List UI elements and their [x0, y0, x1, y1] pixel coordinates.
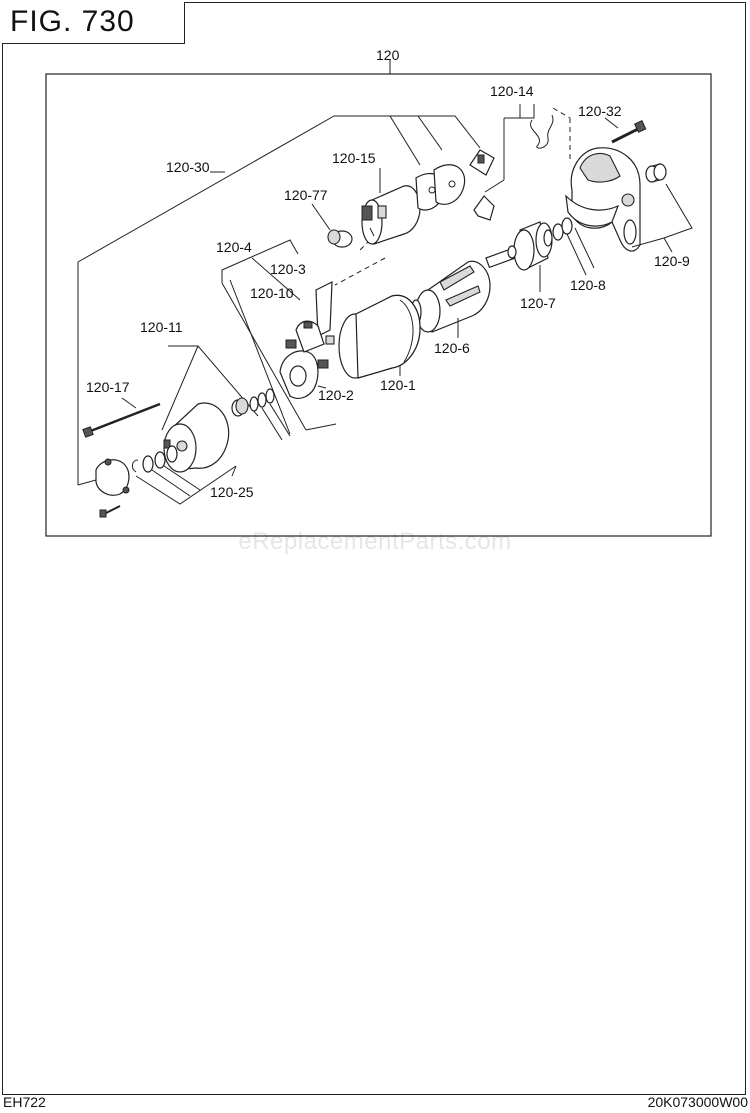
callout-120-4: 120-4	[216, 239, 252, 255]
brush-holder-120-2	[279, 350, 319, 399]
bearing	[231, 397, 249, 417]
callout-120-17: 120-17	[86, 379, 130, 395]
yoke-120-1	[338, 294, 421, 379]
washer-120-8	[552, 217, 573, 241]
clutch-120-7	[513, 221, 553, 271]
drawing-code: 20K073000W00	[647, 1094, 748, 1110]
callout-120-30: 120-30	[166, 159, 210, 175]
figure-title-box: FIG. 730	[2, 2, 185, 44]
callout-120-3: 120-3	[270, 261, 306, 277]
callout-120-14: 120-14	[490, 83, 534, 99]
callout-120-7: 120-7	[520, 295, 556, 311]
screw	[99, 505, 121, 518]
callout-120-1: 120-1	[380, 377, 416, 393]
watermark: eReplacementParts.com	[238, 528, 512, 555]
end-frame-120-11	[163, 402, 230, 473]
model-number: EH722	[3, 1094, 46, 1110]
callout-120-2: 120-2	[318, 387, 354, 403]
washers-120-25	[142, 445, 178, 473]
callout-120-15: 120-15	[332, 150, 376, 166]
callout-120-32: 120-32	[578, 103, 622, 119]
callout-120-77: 120-77	[284, 187, 328, 203]
solenoid-120-15	[361, 185, 421, 245]
through-bolt-120-17	[82, 402, 161, 438]
shift-lever-120-14	[469, 149, 495, 221]
callout-120-9: 120-9	[654, 253, 690, 269]
bushing	[645, 163, 667, 183]
callout-120-25: 120-25	[210, 484, 254, 500]
callout-120-11: 120-11	[140, 319, 183, 335]
figure-title: FIG. 730	[10, 5, 135, 38]
plunger-120-77	[327, 229, 353, 248]
callout-120: 120	[376, 47, 400, 63]
callout-120-10: 120-10	[250, 285, 294, 301]
armature-120-6	[410, 245, 517, 333]
solenoid-gasket	[415, 164, 466, 211]
callout-120-6: 120-6	[434, 340, 470, 356]
drive-housing-120-9	[565, 147, 641, 252]
page-border	[2, 2, 746, 1095]
bolt-120-32	[611, 120, 647, 144]
cover-plate	[95, 458, 130, 496]
callout-120-8: 120-8	[570, 277, 606, 293]
assembly-frame	[45, 73, 712, 537]
shim-washers	[249, 388, 275, 412]
brush-assembly	[285, 281, 335, 369]
